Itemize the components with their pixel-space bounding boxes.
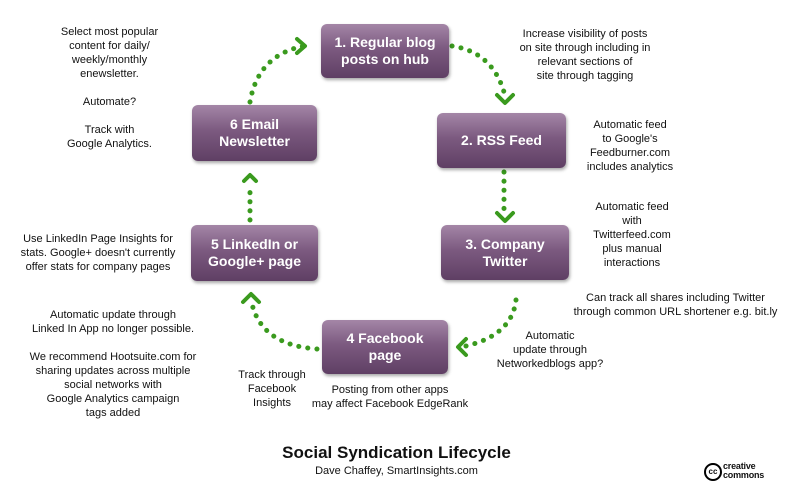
box-linkedin-googleplus-page: 5 LinkedIn or Google+ page — [191, 225, 318, 281]
arrowhead-linkedin-to-email — [242, 173, 258, 183]
note-hootsuite: Automatic update through Linked In App n… — [29, 309, 197, 419]
arrowhead-twitter-to-facebook — [456, 337, 468, 357]
note-facebook-edgerank: Posting from other apps may affect Faceb… — [311, 384, 469, 410]
box-facebook-page: 4 Facebook page — [322, 320, 448, 374]
note-blog-posts: Increase visibility of posts on site thr… — [519, 28, 651, 82]
box-email-newsletter: 6 Email Newsletter — [192, 105, 317, 161]
box-regular-blog-posts: 1. Regular blog posts on hub — [321, 24, 449, 78]
arrow-blog-to-rss — [449, 43, 507, 95]
arrowhead-facebook-to-linkedin — [241, 292, 261, 304]
arrowhead-rss-to-twitter — [495, 211, 515, 223]
note-email-newsletter: Select most popular content for daily/ w… — [60, 26, 159, 150]
box-rss-feed: 2. RSS Feed — [437, 113, 566, 168]
box-company-twitter: 3. Company Twitter — [441, 225, 569, 280]
arrowhead-blog-to-rss — [495, 93, 515, 105]
diagram-byline: Dave Chaffey, SmartInsights.com — [315, 465, 478, 477]
cc-icon: cc — [704, 463, 722, 481]
cc-text-line2: commons — [723, 470, 765, 480]
note-networkedblogs: Automatic update through Networkedblogs … — [496, 330, 604, 370]
diagram-title: Social Syndication Lifecycle — [282, 443, 511, 462]
note-rss-feed: Automatic feed to Google's Feedburner.co… — [586, 119, 674, 173]
note-linkedin-insights: Use LinkedIn Page Insights for stats. Go… — [20, 233, 176, 273]
note-url-shortener: Can track all shares including Twitter t… — [573, 292, 778, 318]
arrow-email-to-blog — [247, 43, 307, 105]
cc-text-line1: creative — [723, 461, 756, 471]
arrow-twitter-to-facebook — [463, 297, 519, 349]
note-facebook-insights: Track through Facebook Insights — [238, 369, 306, 409]
creative-commons-logo: cc creative commons — [704, 462, 784, 482]
arrow-facebook-to-linkedin — [249, 301, 320, 352]
arrowhead-email-to-blog — [295, 37, 307, 55]
note-company-twitter: Automatic feed with Twitterfeed.com plus… — [593, 201, 671, 269]
